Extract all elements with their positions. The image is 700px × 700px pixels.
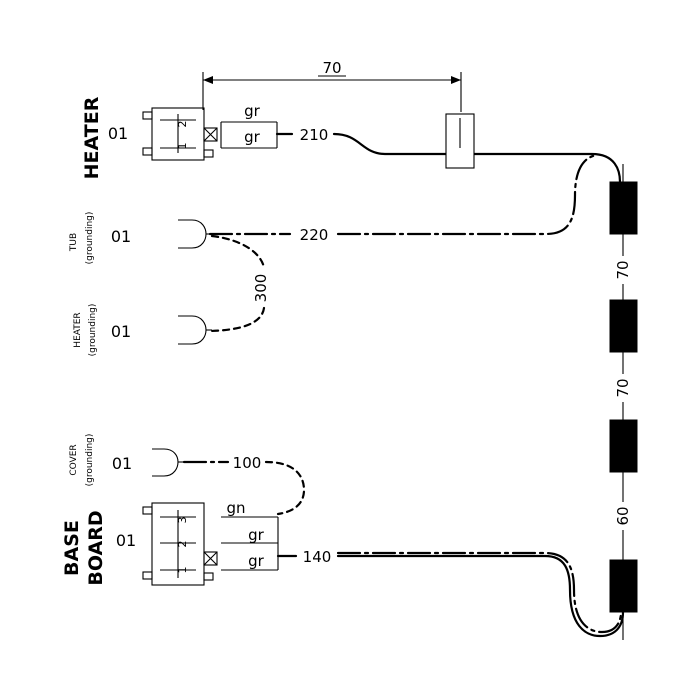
- heater-wire-label-bottom: gr: [244, 128, 261, 146]
- ground-link-300: 300: [208, 234, 270, 333]
- tub-ground-sub: (grounding): [85, 212, 95, 265]
- sleeve-gap-2: 70: [614, 378, 632, 397]
- sleeve-gap-3: 60: [614, 506, 632, 525]
- heater-ground-qty: 01: [111, 322, 131, 341]
- heater-ground-name: HEATER: [73, 312, 83, 347]
- tub-wire-length: 220: [300, 226, 329, 244]
- heater-ground-sub: (grounding): [88, 304, 98, 357]
- heater-ground-lug: [178, 315, 212, 345]
- heater-pin-2: 2: [176, 121, 189, 128]
- tub-ground-lug: [178, 219, 212, 249]
- tub-ground-label: TUB (grounding) 01: [69, 212, 131, 265]
- base-board-name-line2: BOARD: [85, 510, 107, 585]
- heater-name: HEATER: [81, 96, 103, 179]
- cover-ground-sub: (grounding): [85, 434, 95, 487]
- sleeve-4: [609, 559, 638, 613]
- sleeve-gap-1: 70: [614, 260, 632, 279]
- cover-ground-lug: [152, 448, 184, 477]
- top-dimension: 70: [202, 59, 462, 112]
- tub-ground-name: TUB: [69, 233, 79, 252]
- heater-wire-label-top: gr: [244, 102, 261, 120]
- top-dimension-label: 70: [322, 59, 341, 77]
- base-board-name-line1: BASE: [61, 520, 83, 576]
- cover-ground-label: COVER (grounding) 01: [69, 434, 132, 487]
- base-board-qty: 01: [116, 531, 136, 550]
- base-board-connector: 3 2 1 gn gr gr: [142, 499, 279, 586]
- heater-pin-1: 1: [176, 143, 189, 150]
- heater-label: HEATER 01: [81, 96, 128, 179]
- ground-link-length: 300: [252, 274, 270, 303]
- base-wire-label-gn: gn: [226, 499, 245, 517]
- tub-ground-qty: 01: [111, 227, 131, 246]
- base-wire-label-gr-top: gr: [248, 526, 265, 544]
- tub-wire-220: 220: [208, 153, 600, 244]
- sleeve-column: 70 70 60: [609, 164, 638, 640]
- cover-wire-length: 100: [233, 454, 262, 472]
- sleeve-1: [609, 181, 638, 235]
- base-wire-140: 140: [276, 548, 625, 638]
- base-pin-1: 1: [176, 567, 189, 574]
- sleeve-3: [609, 419, 638, 473]
- cover-ground-name: COVER: [69, 444, 79, 475]
- base-board-label: BASE BOARD 01: [61, 510, 136, 585]
- base-wire-label-gr-bottom: gr: [248, 552, 265, 570]
- heater-wire-210: 210: [275, 113, 622, 184]
- heater-ground-label: HEATER (grounding) 01: [73, 304, 131, 357]
- cover-ground-qty: 01: [112, 454, 132, 473]
- sleeve-2: [609, 299, 638, 353]
- heater-wire-length: 210: [300, 126, 329, 144]
- base-pin-3: 3: [176, 517, 189, 524]
- base-wire-length: 140: [303, 548, 332, 566]
- heater-connector: 2 1 gr gr: [142, 102, 278, 161]
- cover-wire-100: 100: [182, 454, 306, 516]
- heater-qty: 01: [108, 124, 128, 143]
- base-pin-2: 2: [176, 541, 189, 548]
